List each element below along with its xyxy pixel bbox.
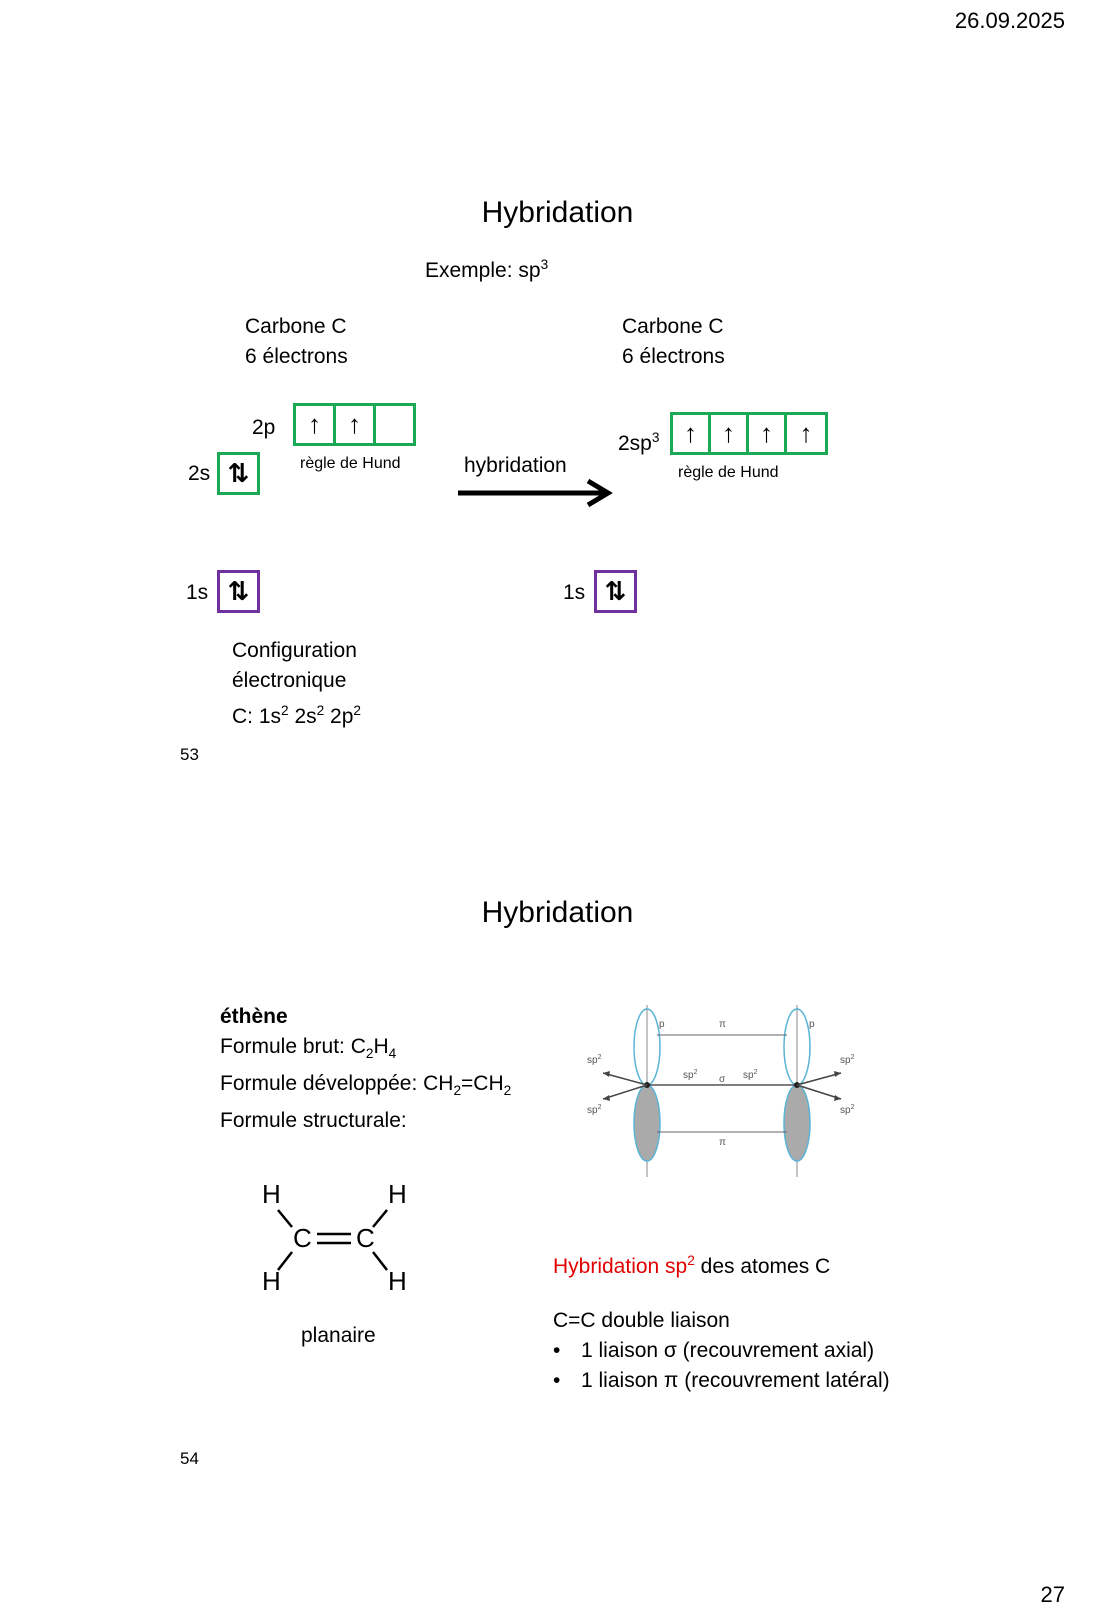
ethene-structural-formula: H H H H C C <box>262 1179 407 1296</box>
hydrogen-atom: H <box>388 1266 407 1296</box>
orbital-2sp3-cell: ↑ <box>711 415 749 452</box>
orbital-2sp3-cell: ↑ <box>749 415 787 452</box>
sigma-label: σ <box>719 1074 726 1085</box>
ethene-description: éthène Formule brut: C2H4 Formule dévelo… <box>220 1002 511 1136</box>
orbital-2s-cell: ⇅ <box>227 458 250 488</box>
orbital-1s-cell: ⇅ <box>604 576 627 606</box>
electron-configuration: Configuration électronique C: 1s2 2s2 2p… <box>232 639 362 728</box>
orbital-1s-cell: ⇅ <box>227 576 250 606</box>
hydrogen-atom: H <box>388 1179 407 1209</box>
p-orbital-label: p <box>659 1019 665 1030</box>
orbital-2p-box: ↑ ↑ <box>293 403 416 446</box>
planar-label: planaire <box>301 1324 376 1347</box>
orbital-2p-cell <box>376 406 413 443</box>
hund-rule-right: règle de Hund <box>678 464 779 481</box>
orbital-2sp3-cell: ↑ <box>673 415 711 452</box>
left-atom-label: Carbone C 6 électrons <box>245 315 348 368</box>
date: 26.09.2025 <box>954 8 1065 33</box>
label-2sp3: 2sp3 <box>618 430 660 455</box>
orbital-2p-cell: ↑ <box>336 406 376 443</box>
pi-label: π <box>719 1137 726 1148</box>
bond-bullet: 1 liaison σ (recouvrement axial) <box>553 1336 890 1366</box>
orbital-2s-box: ⇅ <box>217 452 260 495</box>
sp2-label: sp2 <box>587 1104 602 1116</box>
bond-bullet: 1 liaison π (recouvrement latéral) <box>553 1366 890 1396</box>
hydrogen-atom: H <box>262 1266 281 1296</box>
sp2-label: sp2 <box>587 1054 602 1066</box>
sp2-label: sp2 <box>743 1069 758 1081</box>
carbon-atom: C <box>293 1223 312 1253</box>
pi-label: π <box>719 1019 726 1030</box>
molecule-name: éthène <box>220 1005 288 1028</box>
slide-54-title: Hybridation <box>481 896 634 929</box>
p-orbital-label: p <box>809 1019 815 1030</box>
sp2-label: sp2 <box>840 1104 855 1116</box>
orbital-2sp3-cell: ↑ <box>799 418 813 448</box>
label-1s-right: 1s <box>563 581 586 604</box>
label-2p: 2p <box>252 416 276 439</box>
orbital-2p-cell: ↑ <box>296 406 336 443</box>
carbon-atom: C <box>356 1223 375 1253</box>
slide-53-title: Hybridation <box>481 196 634 229</box>
label-1s-left: 1s <box>186 581 209 604</box>
sp2-label: sp2 <box>840 1054 855 1066</box>
label-2s: 2s <box>188 462 211 485</box>
orbital-2sp3-box: ↑ ↑ ↑ ↑ <box>670 412 828 455</box>
slide-number-53: 53 <box>180 745 199 764</box>
hund-rule-left: règle de Hund <box>300 455 401 472</box>
sp2-label: sp2 <box>683 1069 698 1081</box>
hybridation-sp2-statement: Hybridation sp2 des atomes C <box>553 1253 831 1278</box>
right-atom-label: Carbone C 6 électrons <box>622 315 725 368</box>
page-number: 27 <box>1040 1582 1065 1607</box>
double-bond-text: C=C double liaison 1 liaison σ (recouvre… <box>553 1306 890 1396</box>
pi-bond-orbital-diagram: p p π π σ sp2 sp2 sp2 sp2 sp2 sp2 <box>587 1005 855 1177</box>
orbital-1s-right-box: ⇅ <box>594 570 637 613</box>
slide-number-54: 54 <box>180 1449 199 1468</box>
orbital-1s-left-box: ⇅ <box>217 570 260 613</box>
hydrogen-atom: H <box>262 1179 281 1209</box>
hybridation-arrow-label: hybridation <box>464 454 567 477</box>
example-label: Exemple: sp3 <box>425 257 549 282</box>
hybridation-arrow-icon <box>458 478 613 508</box>
